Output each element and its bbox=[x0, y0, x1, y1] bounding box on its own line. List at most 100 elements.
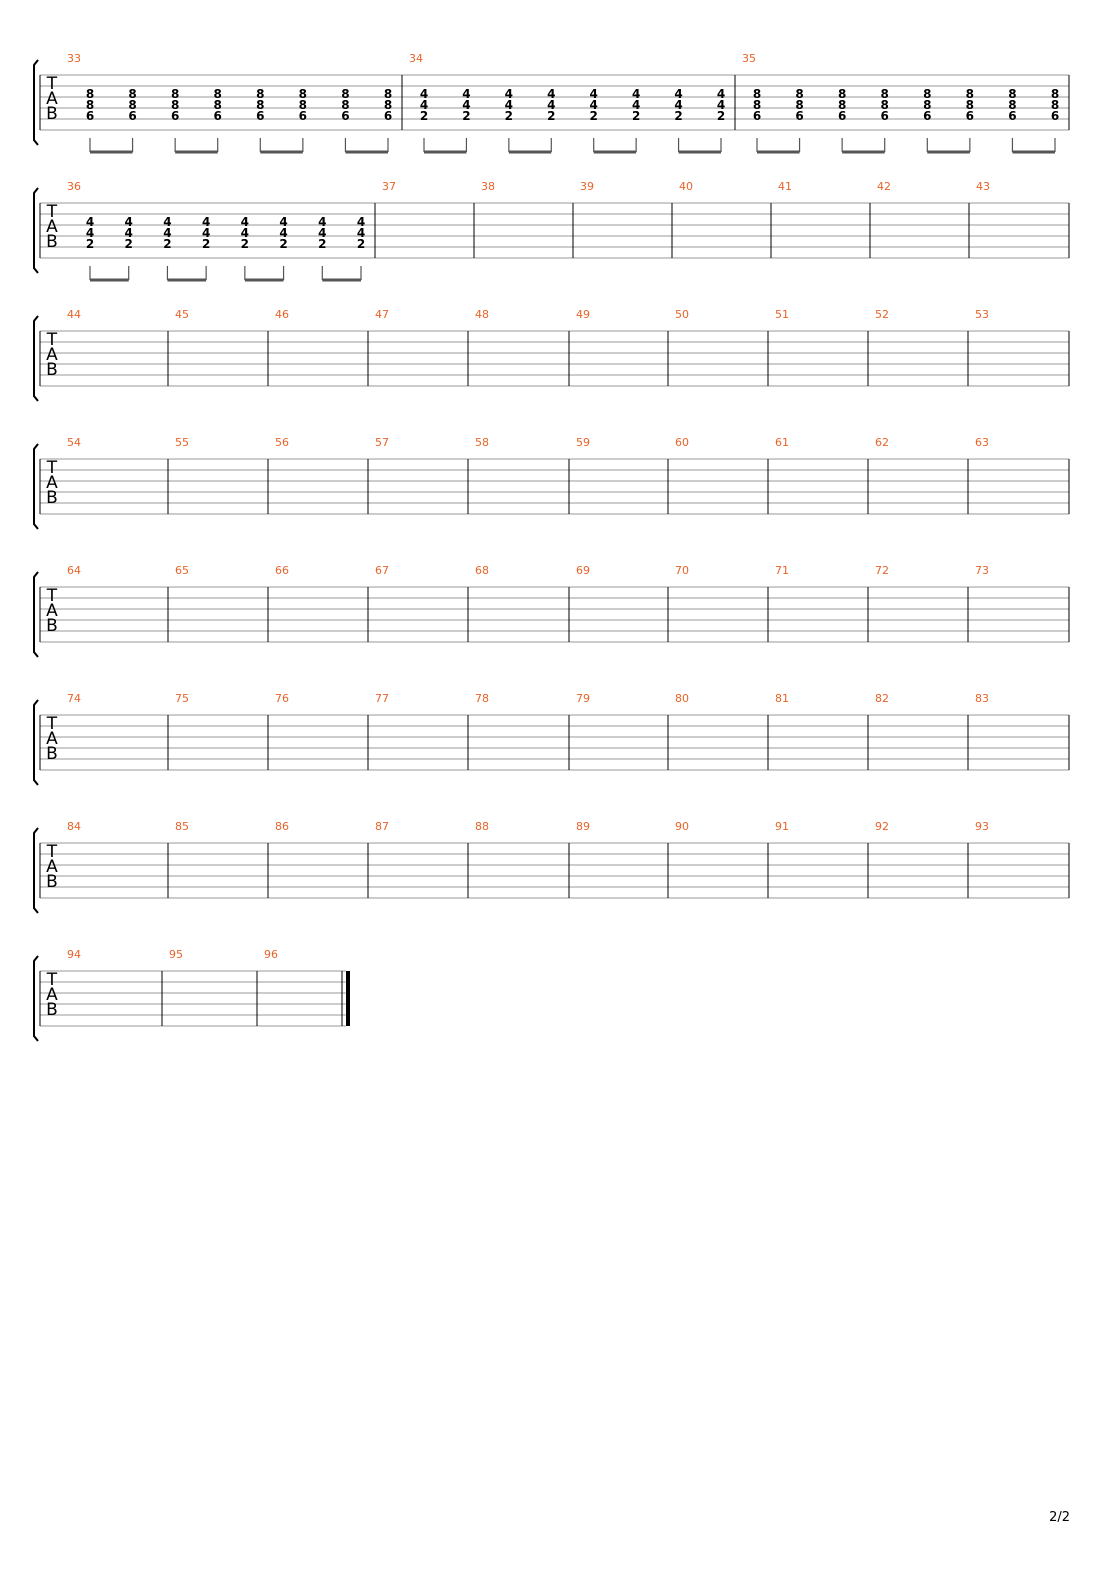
fret-number: 8 bbox=[299, 87, 307, 101]
measure-number: 95 bbox=[169, 948, 183, 961]
measure-number: 45 bbox=[175, 308, 189, 321]
fret-number: 4 bbox=[462, 98, 470, 112]
tab-clef-letter: A bbox=[46, 89, 58, 109]
measure-number: 67 bbox=[375, 564, 389, 577]
measure-number: 39 bbox=[580, 180, 594, 193]
measure-number: 89 bbox=[576, 820, 590, 833]
measure-number: 62 bbox=[875, 436, 889, 449]
fret-number: 6 bbox=[1051, 109, 1059, 123]
tab-system: TAB3388688688688688688688688634442442442… bbox=[33, 52, 1070, 154]
measure-number: 84 bbox=[67, 820, 81, 833]
tab-clef-letter: A bbox=[46, 217, 58, 237]
fret-number: 4 bbox=[357, 226, 365, 240]
fret-number: 4 bbox=[717, 98, 725, 112]
tab-clef-letter: B bbox=[46, 104, 58, 124]
fret-number: 4 bbox=[420, 87, 428, 101]
fret-number: 2 bbox=[462, 109, 470, 123]
fret-number: 6 bbox=[384, 109, 392, 123]
fret-number: 8 bbox=[838, 98, 846, 112]
measure-number: 78 bbox=[475, 692, 489, 705]
measure-number: 38 bbox=[481, 180, 495, 193]
fret-number: 4 bbox=[590, 98, 598, 112]
fret-number: 4 bbox=[547, 87, 555, 101]
fret-number: 4 bbox=[420, 98, 428, 112]
measure-number: 48 bbox=[475, 308, 489, 321]
tab-clef-letter: B bbox=[46, 488, 58, 508]
fret-number: 8 bbox=[923, 98, 931, 112]
measure-number: 61 bbox=[775, 436, 789, 449]
fret-number: 4 bbox=[318, 215, 326, 229]
measure-number: 41 bbox=[778, 180, 792, 193]
tab-clef-letter: T bbox=[46, 842, 58, 862]
measure-number: 46 bbox=[275, 308, 289, 321]
fret-number: 4 bbox=[547, 98, 555, 112]
system-bracket bbox=[33, 315, 39, 402]
system-bracket bbox=[33, 955, 39, 1042]
fret-number: 4 bbox=[717, 87, 725, 101]
fret-number: 8 bbox=[1051, 98, 1059, 112]
fret-number: 2 bbox=[279, 237, 287, 251]
fret-number: 8 bbox=[384, 87, 392, 101]
fret-number: 4 bbox=[632, 87, 640, 101]
fret-number: 8 bbox=[1008, 87, 1016, 101]
tab-clef-letter: T bbox=[46, 714, 58, 734]
fret-number: 8 bbox=[838, 87, 846, 101]
tab-clef-letter: B bbox=[46, 872, 58, 892]
fret-number: 4 bbox=[86, 226, 94, 240]
fret-number: 6 bbox=[881, 109, 889, 123]
measure-number: 80 bbox=[675, 692, 689, 705]
fret-number: 2 bbox=[318, 237, 326, 251]
fret-number: 4 bbox=[318, 226, 326, 240]
fret-number: 8 bbox=[341, 98, 349, 112]
measure-number: 69 bbox=[576, 564, 590, 577]
measure-number: 94 bbox=[67, 948, 81, 961]
fret-number: 6 bbox=[128, 109, 136, 123]
fret-number: 6 bbox=[214, 109, 222, 123]
measure-number: 36 bbox=[67, 180, 81, 193]
fret-number: 6 bbox=[1008, 109, 1016, 123]
measure-number: 93 bbox=[975, 820, 989, 833]
measure-number: 55 bbox=[175, 436, 189, 449]
measure-number: 52 bbox=[875, 308, 889, 321]
fret-number: 2 bbox=[163, 237, 171, 251]
fret-number: 2 bbox=[590, 109, 598, 123]
measure-number: 51 bbox=[775, 308, 789, 321]
fret-number: 6 bbox=[299, 109, 307, 123]
fret-number: 4 bbox=[163, 215, 171, 229]
fret-number: 6 bbox=[341, 109, 349, 123]
fret-number: 6 bbox=[838, 109, 846, 123]
measure-number: 49 bbox=[576, 308, 590, 321]
measure-number: 79 bbox=[576, 692, 590, 705]
tab-clef-letter: T bbox=[46, 330, 58, 350]
fret-number: 4 bbox=[674, 98, 682, 112]
fret-number: 4 bbox=[202, 226, 210, 240]
system-bracket bbox=[33, 571, 39, 658]
fret-number: 2 bbox=[86, 237, 94, 251]
fret-number: 4 bbox=[357, 215, 365, 229]
measure-number: 74 bbox=[67, 692, 81, 705]
fret-number: 8 bbox=[171, 98, 179, 112]
fret-number: 4 bbox=[505, 87, 513, 101]
fret-number: 4 bbox=[241, 215, 249, 229]
system-bracket bbox=[33, 827, 39, 914]
fret-number: 8 bbox=[753, 87, 761, 101]
measure-number: 90 bbox=[675, 820, 689, 833]
tab-clef-letter: A bbox=[46, 345, 58, 365]
fret-number: 4 bbox=[202, 215, 210, 229]
measure-number: 68 bbox=[475, 564, 489, 577]
fret-number: 6 bbox=[86, 109, 94, 123]
fret-number: 2 bbox=[202, 237, 210, 251]
tab-clef-letter: T bbox=[46, 74, 58, 94]
fret-number: 4 bbox=[279, 215, 287, 229]
measure-number: 71 bbox=[775, 564, 789, 577]
fret-number: 8 bbox=[753, 98, 761, 112]
measure-number: 59 bbox=[576, 436, 590, 449]
measure-number: 83 bbox=[975, 692, 989, 705]
fret-number: 2 bbox=[125, 237, 133, 251]
system-bracket bbox=[33, 699, 39, 786]
tab-clef-letter: T bbox=[46, 458, 58, 478]
fret-number: 4 bbox=[125, 226, 133, 240]
